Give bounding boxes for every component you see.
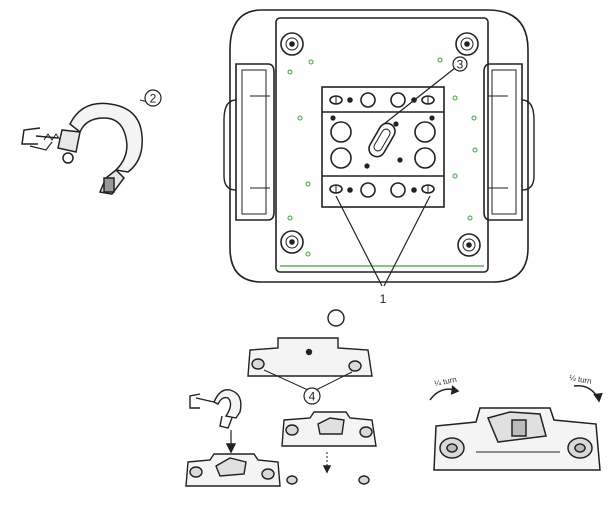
safety-eyelet xyxy=(368,122,396,158)
quick-lock-fastener-right xyxy=(358,475,370,485)
omega-bracket-assembled xyxy=(185,453,281,487)
fixture-housing xyxy=(229,9,529,283)
turn-arrow-right xyxy=(573,385,599,399)
indicator-circle xyxy=(327,309,345,327)
corner-foot-bottom-right xyxy=(457,233,481,257)
fixture-base-panel xyxy=(275,17,489,273)
base-screws xyxy=(287,57,478,257)
corner-foot-bottom-left xyxy=(280,230,304,254)
leader-line-1a xyxy=(335,195,383,287)
callout-2: 2 xyxy=(144,89,162,107)
turn-label-left: ¼ turn xyxy=(433,375,457,389)
omega-bracket-middle xyxy=(281,411,377,447)
callout-2-label: 2 xyxy=(150,92,157,106)
callout-4-label: 4 xyxy=(309,390,316,404)
callout-3-label: 3 xyxy=(457,58,464,72)
omega-bracket-assembly xyxy=(185,337,377,487)
leader-line-1b xyxy=(383,195,431,287)
fixture-base-view xyxy=(223,9,535,287)
omega-mounting-plate xyxy=(321,86,445,208)
callout-4: 4 xyxy=(303,387,321,405)
quick-lock-fastener-left xyxy=(286,475,298,485)
left-handle xyxy=(223,63,275,221)
corner-foot-top-left xyxy=(280,32,304,56)
leader-line-3 xyxy=(383,67,456,125)
turn-label-right: ¼ turn xyxy=(568,373,592,386)
omega-bracket-top xyxy=(247,337,373,377)
callout-3: 3 xyxy=(452,56,468,72)
small-clamp xyxy=(189,389,242,454)
quarter-turn-detail xyxy=(429,385,603,471)
callout-1-label: 1 xyxy=(380,292,387,306)
half-coupler-clamp xyxy=(21,99,149,195)
right-handle xyxy=(483,63,535,221)
corner-foot-top-right xyxy=(455,32,479,56)
